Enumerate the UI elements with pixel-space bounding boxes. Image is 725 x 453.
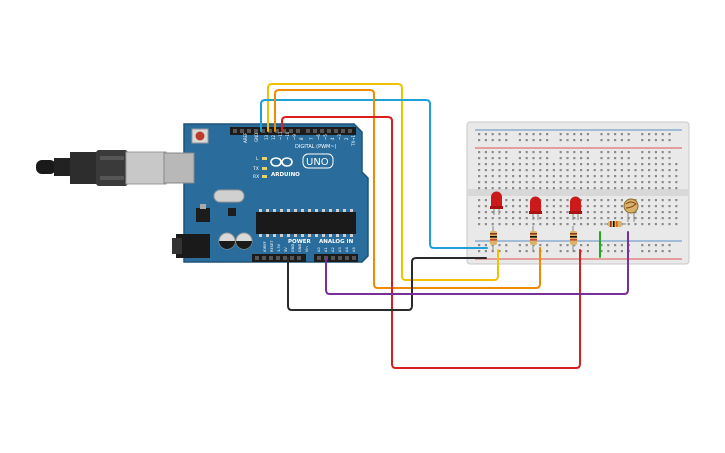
- wire-blue[interactable]: [260, 99, 488, 249]
- led-2[interactable]: [529, 196, 542, 221]
- svg-text:RESET: RESET: [270, 240, 274, 252]
- wires: [260, 83, 629, 369]
- crystal: [213, 189, 245, 203]
- svg-text:GND: GND: [298, 244, 302, 252]
- svg-text:2: 2: [344, 137, 349, 140]
- power-label: POWER: [288, 239, 312, 245]
- resistor-4[interactable]: [604, 221, 626, 227]
- svg-text:~9: ~9: [292, 134, 297, 140]
- breadboard[interactable]: [466, 121, 690, 265]
- wire-yellow[interactable]: [267, 83, 499, 281]
- reset-button[interactable]: [191, 128, 209, 144]
- arduino-board[interactable]: DIGITAL (PWM~) AREF GND 13 12 ~11 ~10 ~9…: [163, 123, 369, 263]
- atmega-chip: [256, 209, 356, 237]
- svg-text:~6: ~6: [316, 134, 321, 140]
- svg-text:L: L: [256, 156, 259, 162]
- wire-purple[interactable]: [325, 231, 629, 295]
- svg-text:~11: ~11: [278, 131, 283, 140]
- svg-text:GND: GND: [291, 244, 295, 252]
- svg-text:IOREF: IOREF: [263, 241, 267, 252]
- photoresistor[interactable]: [623, 198, 639, 222]
- wire-orange[interactable]: [274, 89, 541, 289]
- svg-text:A0: A0: [317, 247, 321, 252]
- power-jack: [172, 234, 210, 258]
- svg-text:12: 12: [271, 134, 276, 140]
- svg-text:~5: ~5: [323, 134, 328, 140]
- led-1[interactable]: [490, 191, 503, 215]
- svg-text:A1: A1: [324, 247, 328, 252]
- svg-text:RX: RX: [253, 174, 259, 180]
- svg-text:ARDUINO: ARDUINO: [271, 172, 300, 178]
- svg-text:3.3V: 3.3V: [277, 243, 281, 252]
- small-chip: [228, 208, 236, 216]
- svg-text:A3: A3: [338, 247, 342, 252]
- svg-text:13: 13: [264, 134, 269, 140]
- resistor-3[interactable]: [570, 226, 577, 252]
- svg-text:7: 7: [309, 137, 314, 140]
- power-pin-labels: IOREF RESET 3.3V 5V GND GND Vin A0 A1 A2…: [263, 240, 356, 252]
- svg-text:Vin: Vin: [305, 246, 309, 252]
- wire-red[interactable]: [281, 116, 581, 369]
- svg-text:A2: A2: [331, 247, 335, 252]
- resistor-2[interactable]: [530, 226, 537, 252]
- uno-badge: UNO: [302, 153, 334, 169]
- led-3[interactable]: [569, 196, 582, 221]
- regulator: [196, 204, 210, 222]
- arduino-logo: ARDUINO: [270, 157, 300, 178]
- resistor-1[interactable]: [490, 226, 497, 252]
- usb-jack: [163, 152, 195, 184]
- svg-text:~10: ~10: [285, 131, 290, 140]
- pin-numbers: AREF GND 13 12 ~11 ~10 ~9 8 7 ~6 ~5 4 ~3…: [243, 131, 356, 147]
- svg-text:4: 4: [330, 137, 335, 140]
- svg-text:TX: TX: [252, 166, 259, 172]
- status-leds: L TX RX: [252, 156, 267, 180]
- analog-label: ANALOG IN: [319, 239, 354, 245]
- svg-text:A4: A4: [345, 247, 349, 252]
- svg-text:AREF: AREF: [243, 132, 248, 143]
- svg-text:A5: A5: [352, 247, 356, 252]
- svg-text:8: 8: [299, 137, 304, 140]
- analog-header-strip: [314, 254, 358, 262]
- svg-text:TX→1: TX→1: [351, 134, 356, 147]
- breadboard-holes: [478, 133, 678, 253]
- digital-label: DIGITAL (PWM~): [295, 144, 337, 150]
- svg-text:GND: GND: [254, 133, 259, 142]
- digital-pins: [233, 129, 352, 133]
- svg-text:UNO: UNO: [306, 157, 329, 168]
- wire-black[interactable]: [287, 257, 487, 311]
- svg-text:5V: 5V: [284, 247, 288, 252]
- capacitors: [218, 232, 253, 250]
- svg-text:~3: ~3: [337, 134, 342, 140]
- power-analog-pins: [255, 256, 356, 260]
